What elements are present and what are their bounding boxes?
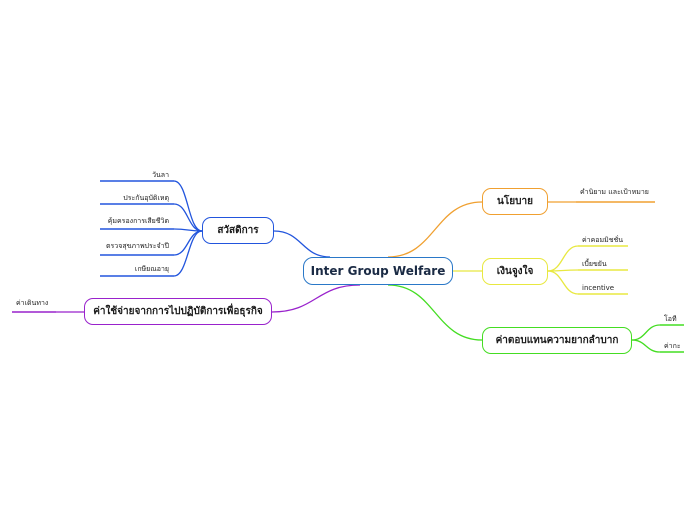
topic-expenses-label: ค่าใช้จ่ายจากการไปปฏิบัติการเพื่อธุรกิจ	[93, 306, 263, 317]
central-topic[interactable]: Inter Group Welfare	[303, 257, 453, 285]
topic-compensation-label: ค่าตอบแทนความยากลำบาก	[495, 335, 619, 346]
connector-compensation-leaf-1	[631, 339, 661, 353]
topic-salary-label: เงินจูงใจ	[496, 266, 534, 277]
subtopic-diligence-allowance[interactable]: เบี้ยขยัน	[582, 260, 607, 268]
topic-welfare-label: สวัสดิการ	[217, 225, 259, 236]
central-topic-label: Inter Group Welfare	[310, 264, 446, 278]
subtopic-incentive[interactable]: incentive	[582, 284, 615, 292]
subtopic-commission[interactable]: ค่าคอมมิชชั่น	[582, 236, 624, 244]
connector-welfare	[273, 230, 331, 258]
topic-policy-label: นโยบาย	[497, 196, 533, 207]
topic-salary[interactable]: เงินจูงใจ	[482, 258, 548, 285]
subtopic-leave[interactable]: วันลา	[152, 171, 169, 179]
connector-welfare-leaf-1	[173, 203, 203, 232]
subtopic-life-protection[interactable]: คุ้มครองการเสียชีวิต	[107, 217, 169, 225]
subtopic-annual-health-check[interactable]: ตรวจสุขภาพประจำปี	[106, 242, 169, 250]
connector-salary-leaf-0	[547, 245, 579, 272]
subtopic-retirement[interactable]: เกษียณอายุ	[134, 265, 169, 273]
subtopic-overtime[interactable]: โอที	[664, 315, 677, 323]
subtopic-policy-definition[interactable]: คำนิยาม และเป้าหมาย	[580, 188, 649, 196]
subtopic-travel-expense[interactable]: ค่าเดินทาง	[16, 299, 49, 307]
subtopic-shift-pay[interactable]: ค่ากะ	[664, 342, 681, 350]
subtopic-accident-insurance[interactable]: ประกันอุบัติเหตุ	[123, 194, 169, 202]
topic-expenses[interactable]: ค่าใช้จ่ายจากการไปปฏิบัติการเพื่อธุรกิจ	[84, 298, 272, 325]
connector-expenses	[271, 284, 361, 313]
connector-salary-leaf-2	[547, 270, 579, 295]
connector-welfare-leaf-0	[173, 180, 203, 232]
topic-compensation[interactable]: ค่าตอบแทนความยากลำบาก	[482, 327, 632, 354]
topic-policy[interactable]: นโยบาย	[482, 188, 548, 215]
connector-compensation	[387, 284, 483, 341]
topic-welfare[interactable]: สวัสดิการ	[202, 217, 274, 244]
connector-compensation-leaf-0	[631, 324, 661, 341]
connector-welfare-leaf-4	[173, 230, 203, 277]
connector-policy	[387, 201, 483, 258]
